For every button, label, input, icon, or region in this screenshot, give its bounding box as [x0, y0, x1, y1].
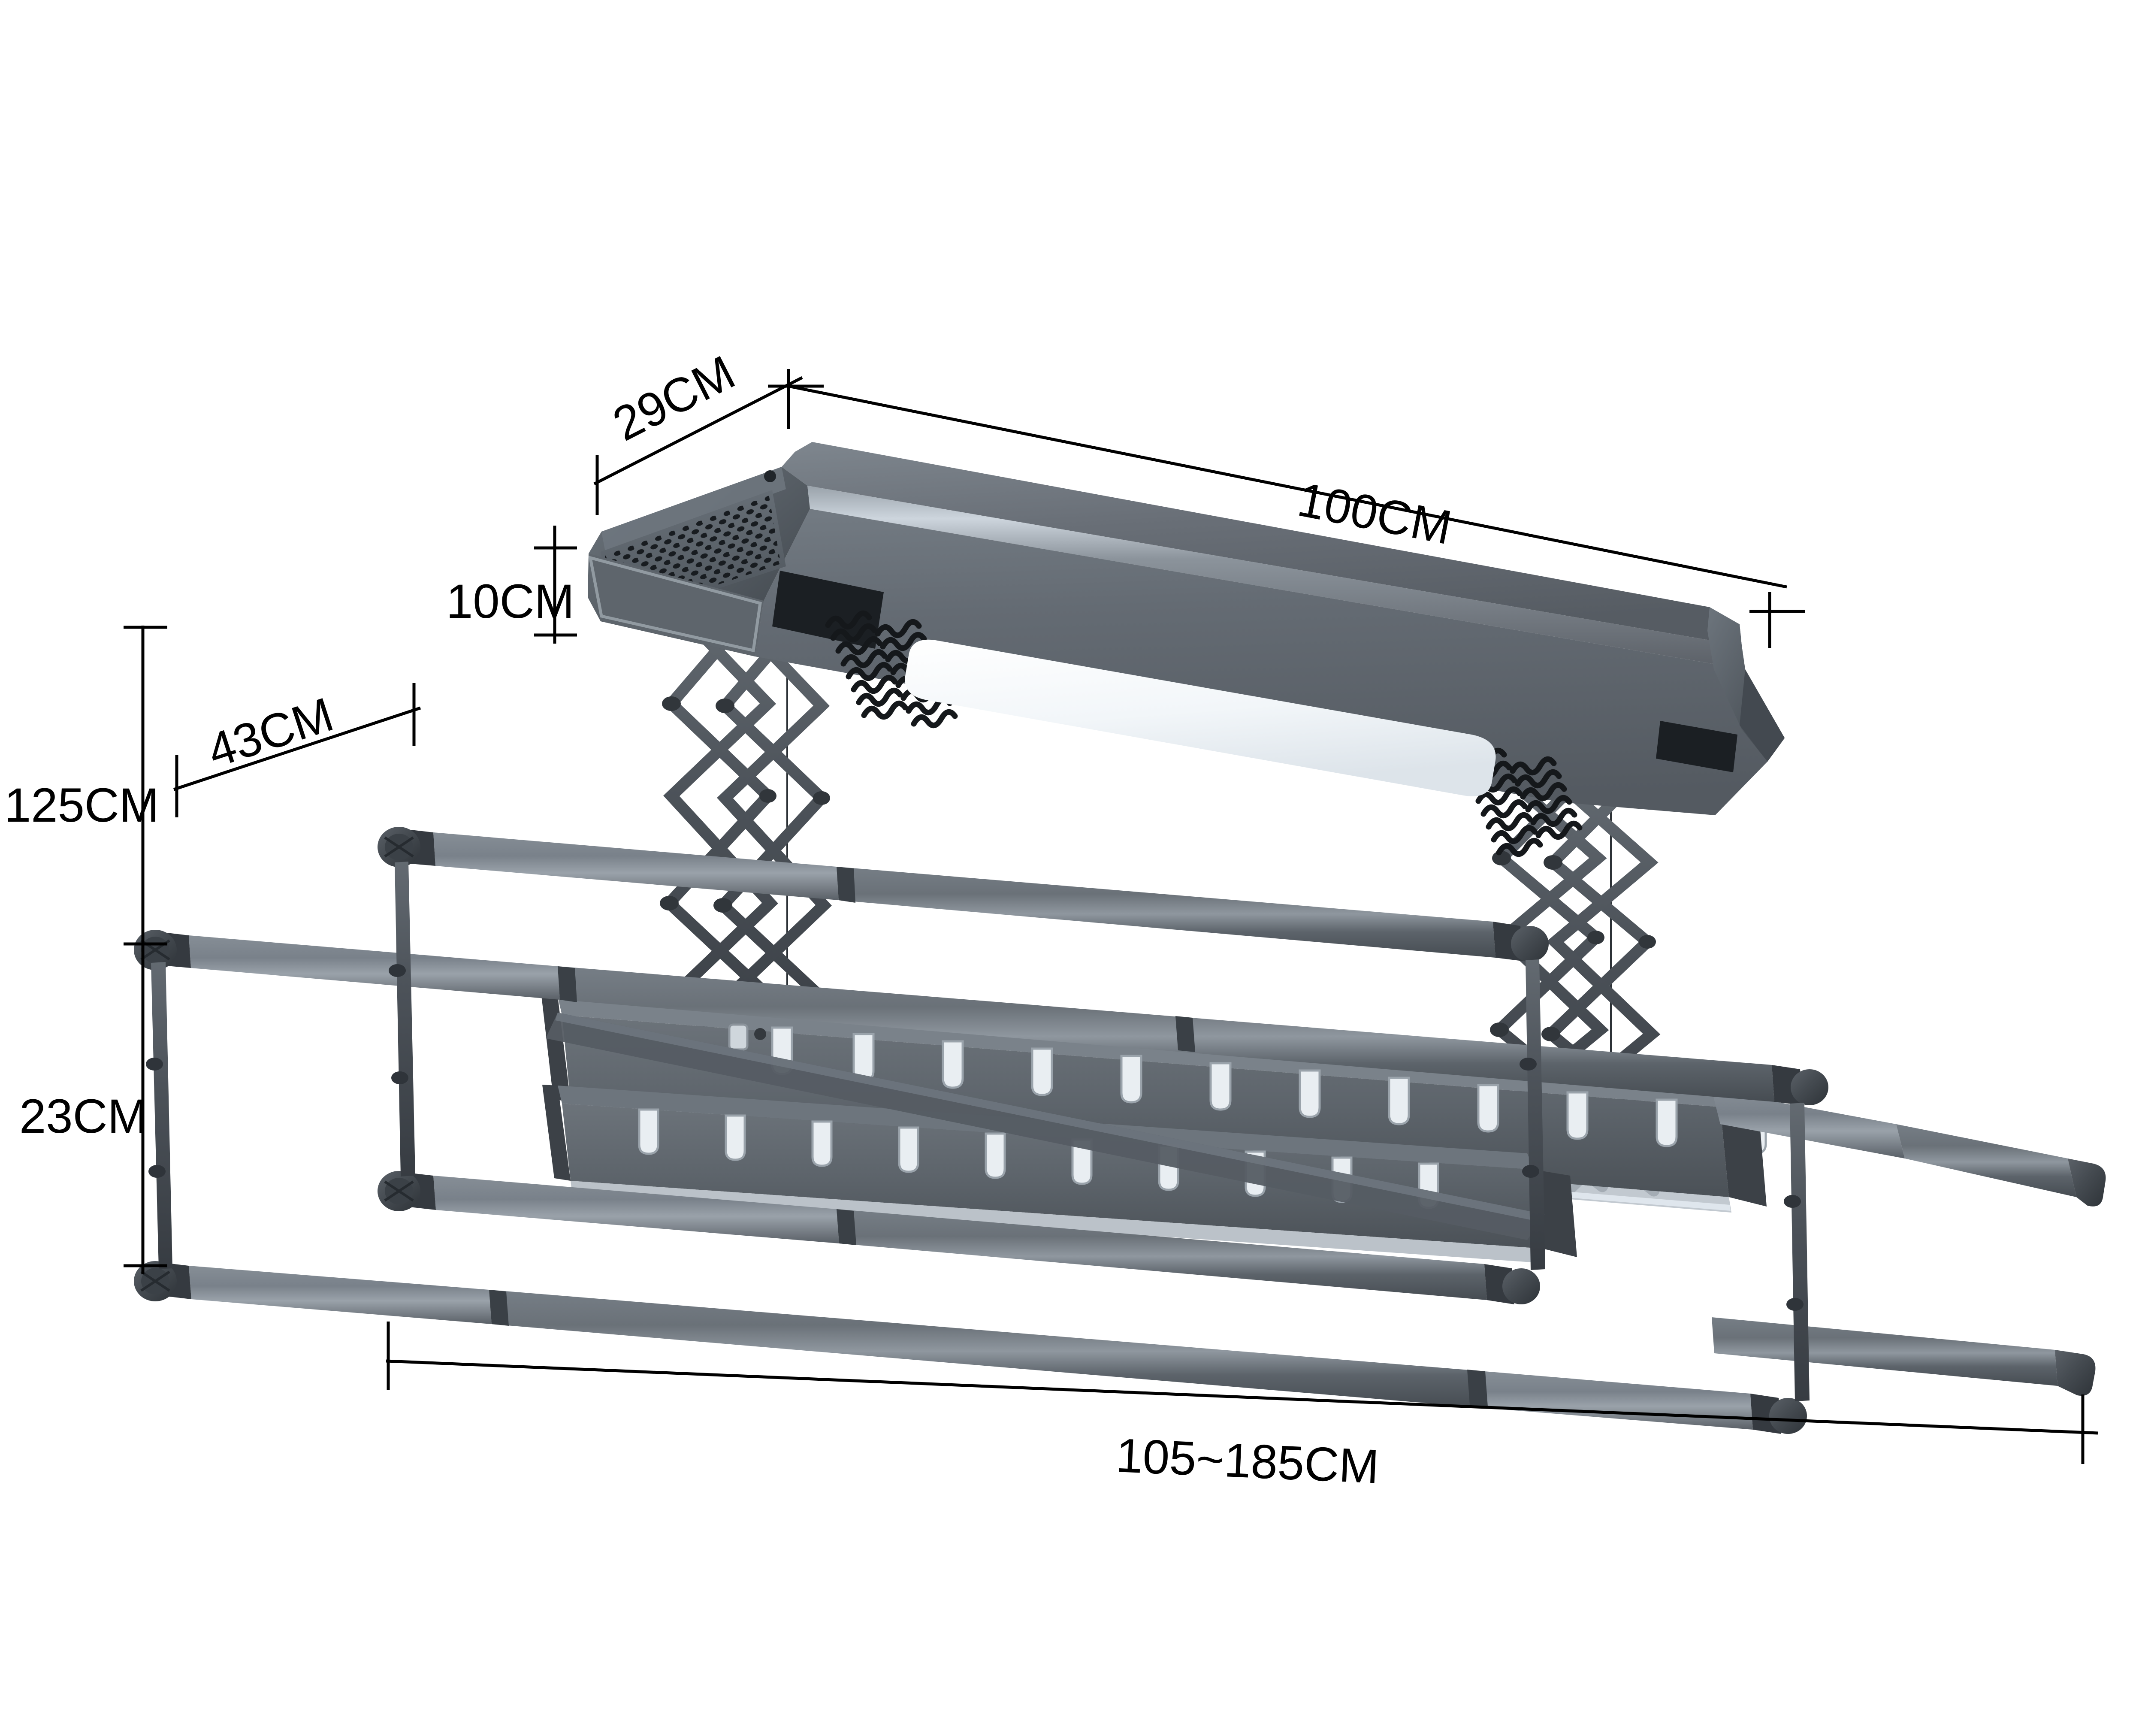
drying-rod-1: [378, 827, 1549, 962]
rail-extension-right: [1712, 1090, 1905, 1158]
rod-2-endcap-right: [1772, 1065, 1828, 1105]
hanger-rail-lower: [542, 1085, 1577, 1263]
dim-line-29cm: [593, 376, 803, 486]
dimension-105-185cm: [386, 1322, 2098, 1464]
rail-latch-button[interactable]: [728, 1023, 749, 1051]
rail-endcap-lower-right: [1534, 1170, 1577, 1257]
rod-3-endcap-right: [1484, 1264, 1540, 1304]
strut-3: [1520, 959, 1545, 1270]
drying-rod-5: [1712, 1317, 2096, 1396]
rod-3-endcap-left: [378, 1171, 436, 1211]
scissor-pivots-left: [660, 696, 830, 1004]
housing-recess-right: [1656, 721, 1737, 772]
mounting-screw-hole: [764, 470, 776, 482]
rail-endcap-upper-left: [541, 995, 571, 1102]
end-cap-left: [588, 467, 810, 656]
drying-rod-2: [134, 930, 1828, 1105]
housing-bottom-face: [755, 509, 1785, 815]
rod-4-endcap-right: [1750, 1394, 1807, 1434]
dim-label-29cm: 29CM: [604, 345, 743, 451]
rail-web-lower: [562, 1104, 1543, 1249]
strut-4: [1784, 1103, 1810, 1401]
drying-rod-4: [134, 1261, 1807, 1434]
dim-line-43cm: [173, 706, 421, 791]
end-cap-right: [1707, 607, 1785, 762]
rail-extension-endcap: [2068, 1158, 2106, 1207]
rail-endcap-upper-right: [1720, 1107, 1767, 1207]
dim-label-10cm: 10CM: [446, 575, 574, 628]
dim-line-105-185cm: [386, 1359, 2098, 1435]
dimension-layer: [124, 369, 2098, 1464]
scissor-lift-left: [660, 593, 832, 1100]
housing-recess-left: [772, 571, 884, 649]
dimension-29cm: [593, 369, 824, 515]
dim-label-43cm: 43CM: [201, 687, 340, 778]
strut-1: [146, 962, 172, 1269]
dimension-10cm: [534, 526, 577, 644]
wavy-exhaust-vent-right: [1460, 748, 1583, 857]
rod-1-endcap-left: [378, 827, 435, 867]
dim-label-105-185cm: 105~185CM: [1115, 1428, 1380, 1494]
vertical-connecting-struts: [146, 862, 1810, 1401]
housing-chrome-bevel: [807, 486, 1745, 669]
rod-1-endcap-right: [1493, 922, 1549, 962]
dimension-43cm: [173, 683, 421, 817]
rail-screw: [754, 1028, 766, 1040]
dimension-125cm: [124, 626, 167, 1274]
led-light-panel: [905, 639, 1496, 796]
dim-line-100cm: [788, 384, 1787, 589]
strut-2: [389, 862, 415, 1176]
rail-extension-right-2: [1896, 1124, 2076, 1197]
rod-4-endcap-left: [134, 1261, 191, 1301]
drying-rod-3: [378, 1171, 1540, 1304]
dim-label-23cm: 23CM: [19, 1089, 148, 1143]
dimension-100cm: [788, 384, 1805, 648]
housing-top-face: [782, 442, 1742, 646]
rail-endcap-lower-left: [542, 1085, 571, 1181]
dim-label-125cm: 125CM: [4, 778, 159, 832]
motor-housing: [588, 442, 1785, 857]
rack-cross-brace: [546, 1013, 1544, 1240]
